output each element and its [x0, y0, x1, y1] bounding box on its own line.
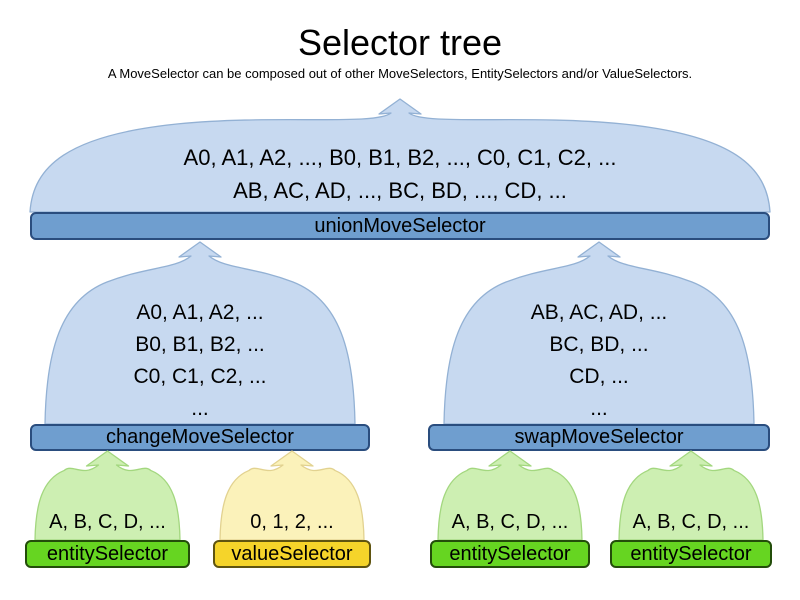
- entity-list: A, B, C, D, ...: [25, 510, 190, 534]
- move-list: A0, A1, A2, ... B0, B1, B2, ... C0, C1, …: [30, 297, 370, 425]
- funnel-arrow-shape: [219, 450, 365, 541]
- move-list-line: C0, C1, C2, ...: [133, 365, 267, 388]
- move-list-line: A0, A1, A2, ..., B0, B1, B2, ..., C0, C1…: [183, 145, 617, 170]
- page-subtitle: A MoveSelector can be composed out of ot…: [107, 66, 693, 81]
- funnel-arrow-shape: [34, 450, 181, 541]
- move-list-line: ...: [191, 397, 209, 420]
- move-list-line: B0, B1, B2, ...: [135, 333, 265, 356]
- selector-bar-entity-2: entitySelector: [430, 540, 590, 568]
- selector-bar-entity-3: entitySelector: [610, 540, 772, 568]
- selector-bar-entity-1: entitySelector: [25, 540, 190, 568]
- node-swap-move-selector: AB, AC, AD, ... BC, BD, ... CD, ... ... …: [428, 241, 770, 451]
- selector-bar-change: changeMoveSelector: [30, 424, 370, 451]
- selector-bar-value: valueSelector: [213, 540, 371, 568]
- node-entity-selector-1: A, B, C, D, ... entitySelector: [25, 450, 190, 568]
- move-list-line: A0, A1, A2, ...: [136, 301, 264, 324]
- node-entity-selector-3: A, B, C, D, ... entitySelector: [610, 450, 772, 568]
- value-list: 0, 1, 2, ...: [213, 510, 371, 534]
- entity-list-line: A, B, C, D, ...: [451, 511, 569, 533]
- value-list-line: 0, 1, 2, ...: [250, 511, 334, 533]
- entity-list-line: A, B, C, D, ...: [632, 511, 750, 533]
- move-list-line: AB, AC, AD, ..., BC, BD, ..., CD, ...: [233, 178, 567, 203]
- node-entity-selector-2: A, B, C, D, ... entitySelector: [430, 450, 590, 568]
- page-title: Selector tree: [297, 22, 503, 63]
- move-list: AB, AC, AD, ... BC, BD, ... CD, ... ...: [428, 297, 770, 425]
- move-list-line: BC, BD, ...: [549, 333, 649, 356]
- funnel-arrow-shape: [44, 241, 356, 425]
- entity-list: A, B, C, D, ...: [430, 510, 590, 534]
- move-list-line: AB, AC, AD, ...: [530, 301, 668, 324]
- node-union-move-selector: A0, A1, A2, ..., B0, B1, B2, ..., C0, C1…: [29, 98, 771, 240]
- entity-list: A, B, C, D, ...: [610, 510, 772, 534]
- funnel-arrow-shape: [437, 450, 583, 541]
- move-list-line: ...: [590, 397, 608, 420]
- node-change-move-selector: A0, A1, A2, ... B0, B1, B2, ... C0, C1, …: [30, 241, 370, 451]
- funnel-arrow-shape: [29, 98, 771, 213]
- funnel-arrow-shape: [618, 450, 764, 541]
- entity-list-line: A, B, C, D, ...: [49, 511, 166, 533]
- move-list: A0, A1, A2, ..., B0, B1, B2, ..., C0, C1…: [30, 141, 770, 207]
- funnel-arrow-shape: [443, 241, 755, 425]
- selector-bar-swap: swapMoveSelector: [428, 424, 770, 451]
- move-list-line: CD, ...: [569, 365, 629, 388]
- node-value-selector: 0, 1, 2, ... valueSelector: [213, 450, 371, 568]
- selector-bar-union: unionMoveSelector: [30, 212, 770, 240]
